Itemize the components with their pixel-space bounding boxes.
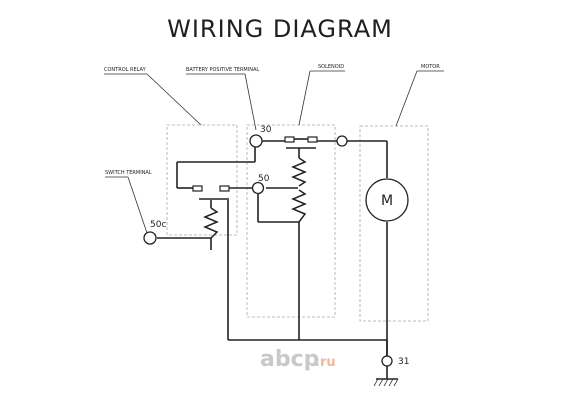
control-relay-box bbox=[166, 124, 238, 236]
terminal-50c-label: 50c bbox=[150, 220, 166, 230]
battery-terminal-leader-arrow bbox=[244, 73, 257, 131]
control-relay-label: CONTROL RELAY bbox=[104, 67, 147, 73]
solenoid-leader-arrow bbox=[298, 70, 311, 126]
terminal-31-node bbox=[381, 355, 393, 367]
motor-letter: M bbox=[381, 193, 393, 209]
relay-contact bbox=[192, 185, 230, 200]
terminal-50-label: 50 bbox=[258, 174, 270, 184]
watermark-brand: abcp bbox=[260, 347, 319, 372]
diagram-title: WIRING DIAGRAM bbox=[167, 15, 393, 43]
motor-leader-arrow bbox=[395, 70, 418, 127]
solenoid-pull-in-coil bbox=[291, 157, 307, 187]
switch-terminal-label: SWITCH TERMINAL bbox=[105, 170, 152, 176]
terminal-50-node bbox=[251, 181, 265, 195]
watermark-domain: .ru bbox=[315, 355, 336, 370]
relay-coil bbox=[203, 207, 219, 239]
control-relay-leader-arrow bbox=[146, 73, 202, 126]
motor-feed-node bbox=[336, 135, 348, 147]
motor-symbol bbox=[365, 178, 409, 222]
terminal-50c-node bbox=[143, 231, 157, 245]
terminal-30-label: 30 bbox=[260, 125, 272, 135]
solenoid-label: SOLENOID bbox=[318, 64, 344, 70]
solenoid-hold-coil bbox=[291, 189, 307, 223]
motor-box bbox=[359, 125, 429, 322]
motor-label: MOTOR bbox=[421, 64, 440, 70]
battery-positive-terminal-label: BATTERY POSITIVE TERMINAL bbox=[186, 67, 259, 73]
ground-icon bbox=[373, 378, 399, 387]
terminal-30-node bbox=[249, 134, 263, 148]
switch-terminal-leader-arrow bbox=[127, 176, 149, 237]
terminal-31-label: 31 bbox=[398, 357, 409, 367]
solenoid-box bbox=[246, 124, 336, 318]
solenoid-main-contact bbox=[284, 136, 318, 149]
